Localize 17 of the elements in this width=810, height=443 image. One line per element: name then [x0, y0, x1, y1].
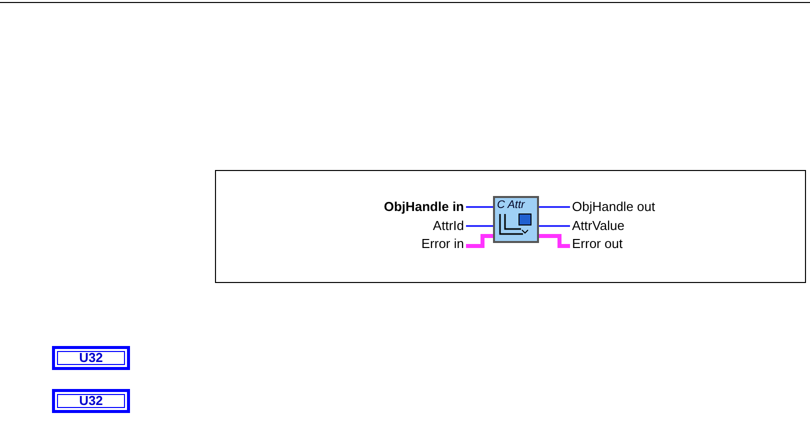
wire — [466, 225, 493, 227]
data-type-icon: U32 — [52, 389, 130, 413]
terminal-label: ObjHandle in — [384, 199, 464, 215]
wire — [539, 225, 570, 227]
terminal-label: AttrValue — [572, 218, 625, 234]
data-type-icon: U32 — [52, 346, 130, 370]
wire — [466, 206, 493, 208]
wire — [539, 206, 570, 208]
icon-text: C Attr — [497, 199, 525, 211]
terminal-label: Error in — [421, 236, 464, 252]
connector-pane-frame — [215, 170, 806, 283]
wire — [539, 234, 570, 248]
function-icon — [493, 196, 539, 243]
terminal-label: AttrId — [432, 218, 464, 234]
terminal-label: ObjHandle out — [572, 199, 656, 215]
wire — [466, 234, 493, 248]
terminal-label: Error out — [572, 236, 623, 252]
